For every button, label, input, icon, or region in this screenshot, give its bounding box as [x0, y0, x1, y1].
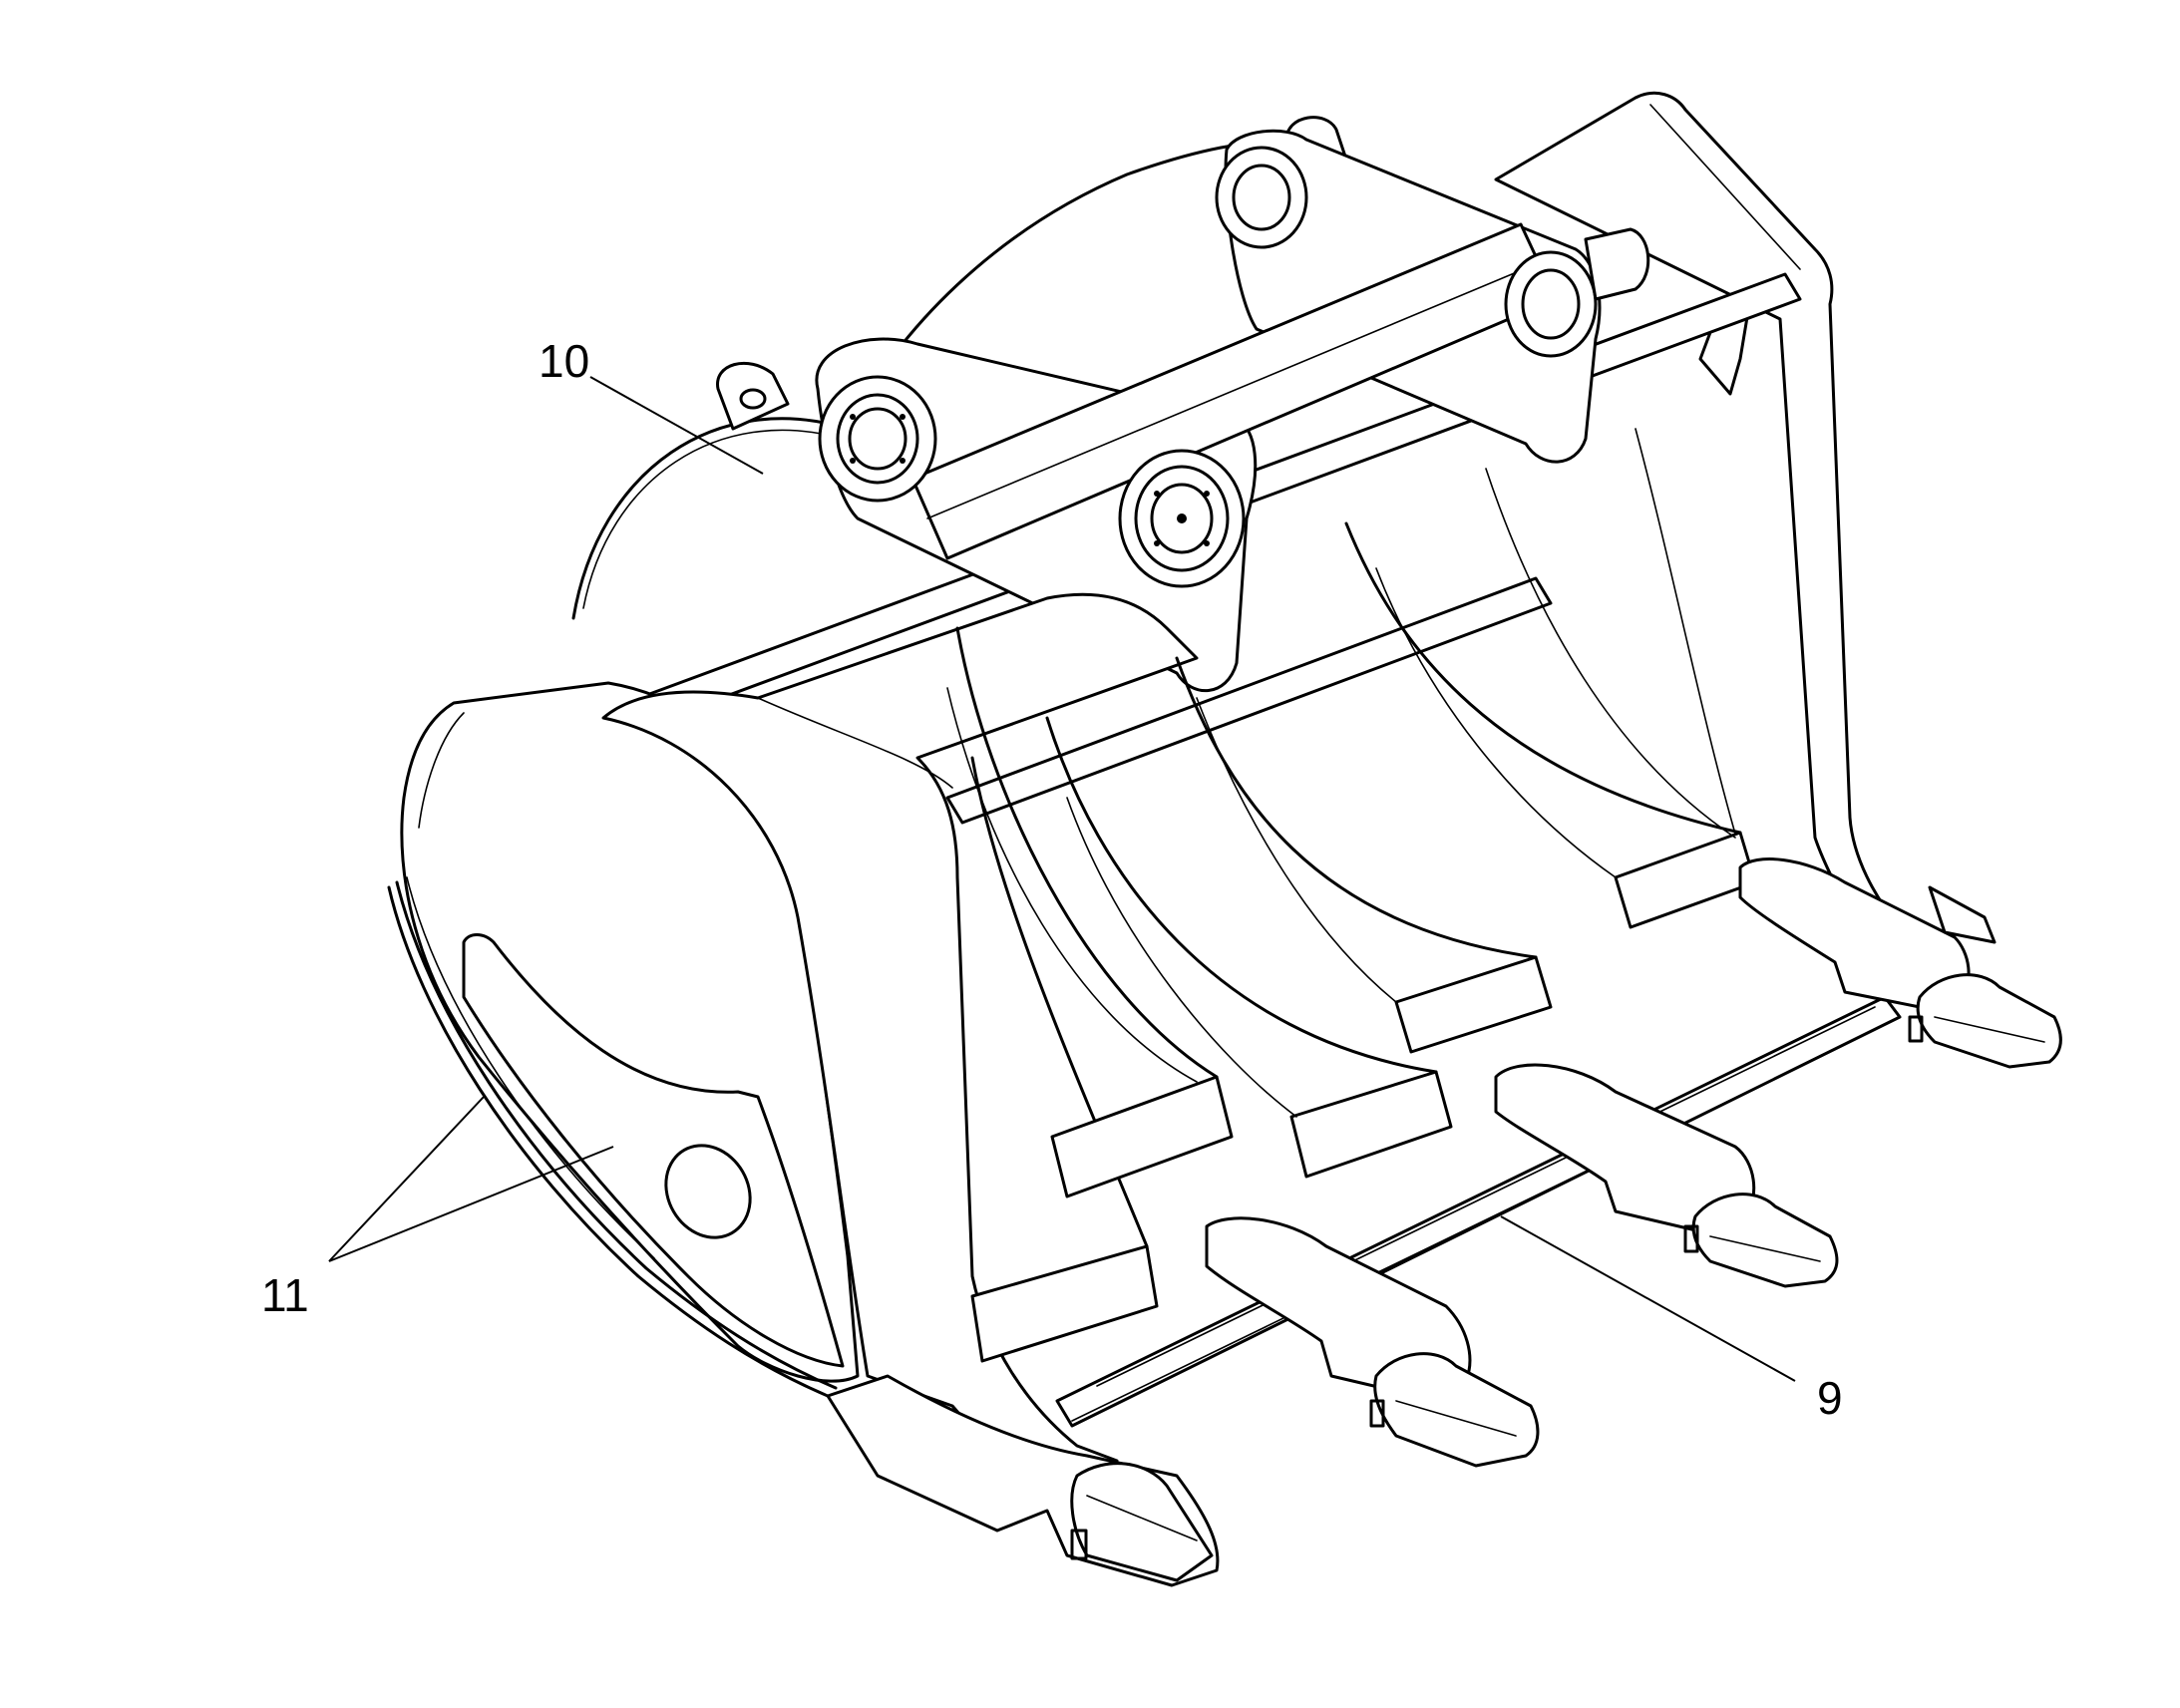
teeth: [826, 857, 2062, 1587]
leader-10: [589, 376, 764, 475]
link-plates: [815, 129, 1602, 693]
leader-9: [1500, 1215, 1796, 1382]
callout-9: 9: [1817, 1372, 1843, 1424]
tines: [946, 468, 1757, 1363]
leader-lines: [328, 376, 1796, 1382]
leader-11b: [328, 1146, 614, 1262]
callout-10: 10: [539, 335, 589, 387]
pin-bosses: [818, 146, 1650, 588]
callout-11: 11: [261, 1269, 309, 1321]
left-frame: [601, 592, 1199, 1488]
callout-labels: 10 11 9: [261, 335, 1843, 1424]
leader-11a: [328, 1096, 485, 1262]
